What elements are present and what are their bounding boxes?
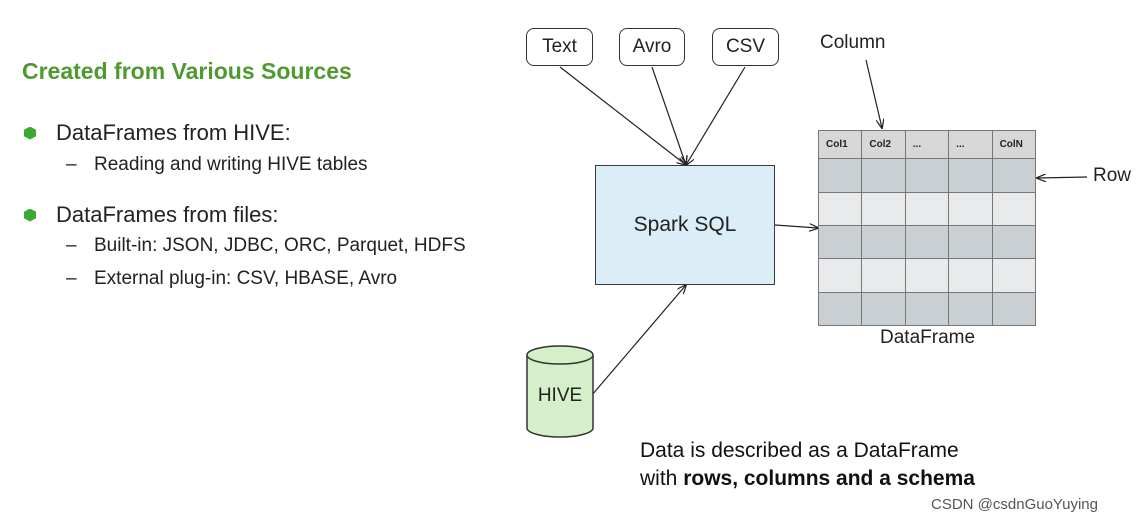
arrow-hive-to-spark xyxy=(591,285,686,396)
caption: Data is described as a DataFrame with ro… xyxy=(640,437,975,493)
table-header-cell: ... xyxy=(948,129,993,160)
arrow-csv-to-spark xyxy=(686,66,746,165)
table-header-cell: ... xyxy=(904,129,950,160)
table-header-row: Col1 Col2 ... ... ColN xyxy=(817,129,1037,160)
hexagon-bullet-icon xyxy=(24,208,36,222)
table-row xyxy=(817,158,1037,193)
sub-item-text: External plug-in: CSV, HBASE, Avro xyxy=(94,268,398,289)
arrow-text-to-spark xyxy=(559,66,686,165)
dataframe-table: Col1 Col2 ... ... ColN xyxy=(817,129,1037,327)
table-header-cell: ColN xyxy=(991,129,1037,160)
bullet-files: DataFrames from files: xyxy=(24,202,279,228)
spark-sql-label: Spark SQL xyxy=(633,213,737,236)
table-row xyxy=(817,224,1037,260)
table-header-cell: Col1 xyxy=(817,129,863,160)
table-row xyxy=(817,191,1037,226)
sub-item-text: Built-in: JSON, JDBC, ORC, Parquet, HDFS xyxy=(94,235,466,256)
spark-sql-box: Spark SQL xyxy=(595,165,775,285)
column-label: Column xyxy=(820,32,886,53)
dataframe-label: DataFrame xyxy=(880,327,976,348)
hive-cylinder-icon xyxy=(526,345,594,438)
arrow-row-pointer xyxy=(1037,177,1088,178)
caption-line-2-bold: rows, columns and a schema xyxy=(683,467,975,490)
section-title: Created from Various Sources xyxy=(22,58,352,84)
bullet-hive-text: DataFrames from HIVE: xyxy=(56,120,291,145)
arrow-spark-to-dataframe xyxy=(774,225,818,228)
watermark: CSDN @csdnGuoYuying xyxy=(931,496,1098,513)
caption-line-1: Data is described as a DataFrame xyxy=(640,439,959,462)
dash-marker: – xyxy=(66,235,77,256)
table-row xyxy=(817,291,1037,327)
dash-marker: – xyxy=(66,268,77,289)
arrow-column-pointer xyxy=(865,59,882,128)
source-box-avro: Avro xyxy=(619,28,685,66)
table-header-cell: Col2 xyxy=(861,129,906,160)
caption-line-2-prefix: with xyxy=(640,467,684,490)
source-box-text: Text xyxy=(526,28,593,66)
sub-item-text: Reading and writing HIVE tables xyxy=(94,154,368,175)
caption-line-2: with rows, columns and a schema xyxy=(640,465,975,493)
sub-item-external-plugin: –External plug-in: CSV, HBASE, Avro xyxy=(66,268,397,290)
arrow-avro-to-spark xyxy=(651,66,686,165)
hive-label: HIVE xyxy=(537,385,583,406)
bullet-files-text: DataFrames from files: xyxy=(56,202,279,227)
sub-item-hive-read-write: –Reading and writing HIVE tables xyxy=(66,154,368,176)
table-row xyxy=(817,258,1037,293)
row-label: Row xyxy=(1093,165,1132,186)
bullet-hive: DataFrames from HIVE: xyxy=(24,120,291,146)
sub-item-built-in: –Built-in: JSON, JDBC, ORC, Parquet, HDF… xyxy=(66,235,466,257)
source-box-csv: CSV xyxy=(712,28,779,66)
dash-marker: – xyxy=(66,154,77,175)
hexagon-bullet-icon xyxy=(24,126,36,140)
